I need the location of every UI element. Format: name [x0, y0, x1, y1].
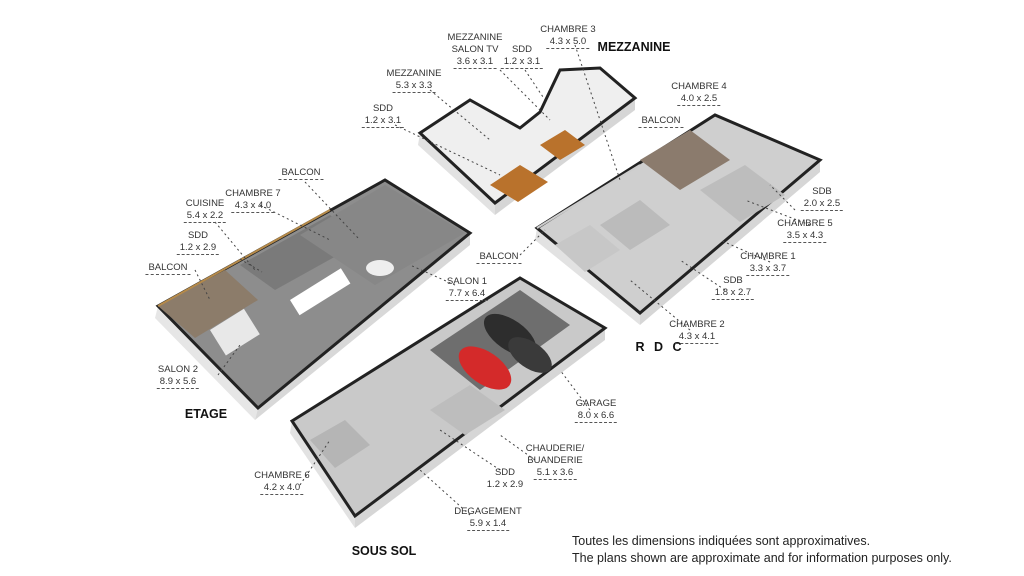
- disclaimer: Toutes les dimensions indiquées sont app…: [572, 533, 952, 567]
- room-label: BALCON: [278, 167, 324, 180]
- floor-title-rdc: R D C: [635, 340, 685, 354]
- disclaimer-fr: Toutes les dimensions indiquées sont app…: [572, 534, 871, 548]
- room-label: BALCON: [145, 262, 191, 275]
- floor-title-mezzanine: MEZZANINE: [597, 40, 671, 54]
- mezzanine-plan: [417, 66, 638, 215]
- etage-plan: [155, 178, 473, 420]
- disclaimer-en: The plans shown are approximate and for …: [572, 551, 952, 565]
- floor-title-etage: ETAGE: [184, 407, 228, 421]
- room-label: BALCON: [638, 115, 684, 128]
- leader-lines: [194, 44, 811, 516]
- room-label: BALCON: [476, 251, 522, 264]
- rdc-plan: [534, 113, 823, 325]
- sous-sol-plan: [289, 276, 608, 528]
- floor-title-sous-sol: SOUS SOL: [351, 544, 417, 558]
